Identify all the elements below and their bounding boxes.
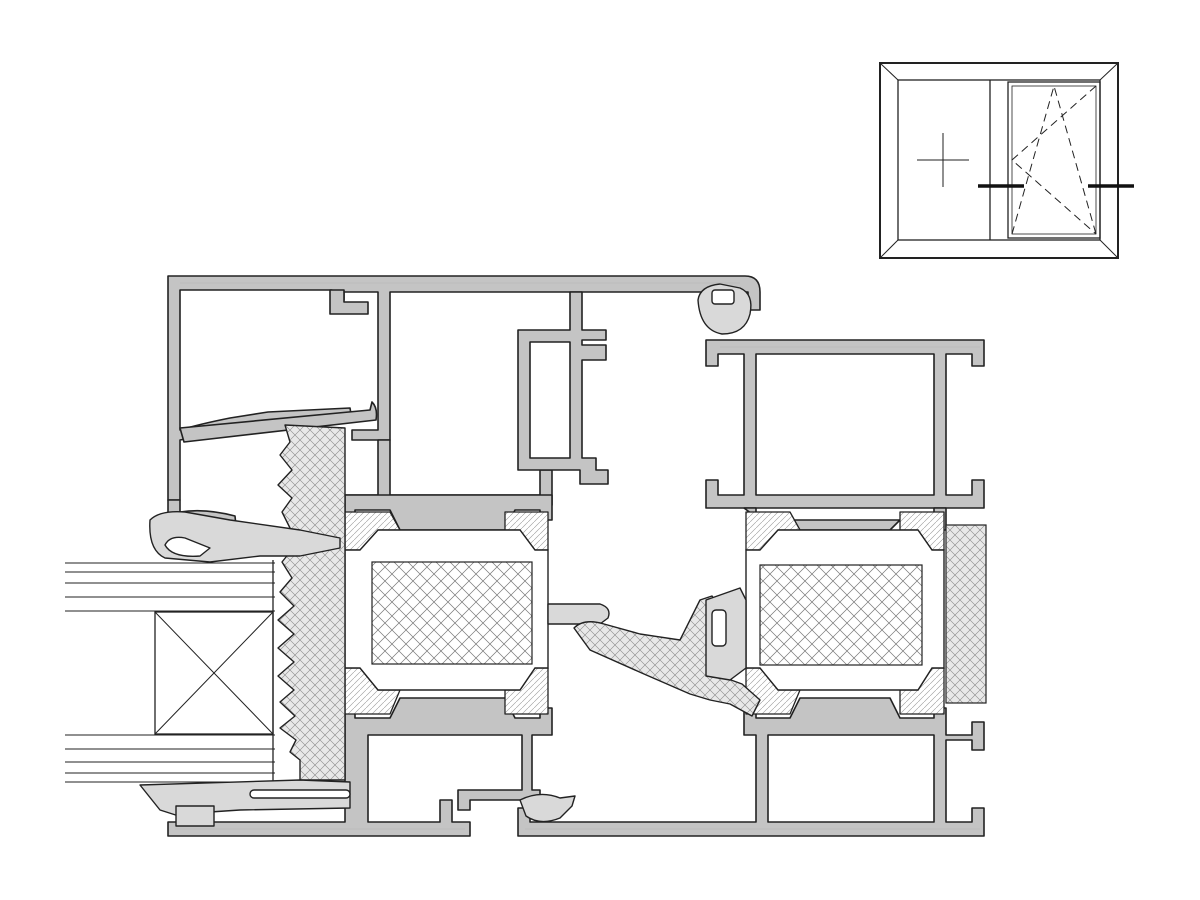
glazing-unit (65, 560, 275, 785)
frame-seal-centre (519, 793, 576, 823)
outer-foam-strip (945, 524, 987, 704)
sash-top-box (705, 339, 985, 509)
insulated-chambers (344, 524, 987, 704)
frame-seal-left (175, 805, 215, 827)
right-insulation-block (759, 564, 923, 666)
sash-bottom-box (517, 697, 985, 837)
tilt-turn-opening-icon (1011, 84, 1097, 235)
outer-frame-top (167, 275, 761, 501)
key-plan (879, 62, 1134, 259)
gaskets (139, 283, 761, 827)
bead-gasket-bottom (139, 779, 351, 819)
fixed-pane-cross-icon (917, 133, 969, 187)
profile-texture (175, 282, 980, 830)
key-plan-outer-frame (879, 62, 1119, 259)
centre-gasket (547, 603, 610, 625)
glazing-gasket (277, 424, 346, 781)
left-insulation-block (371, 561, 533, 665)
sash-stop-channel (517, 291, 609, 485)
key-plan-sash (1007, 81, 1101, 239)
top-seal-bulb (697, 283, 752, 335)
